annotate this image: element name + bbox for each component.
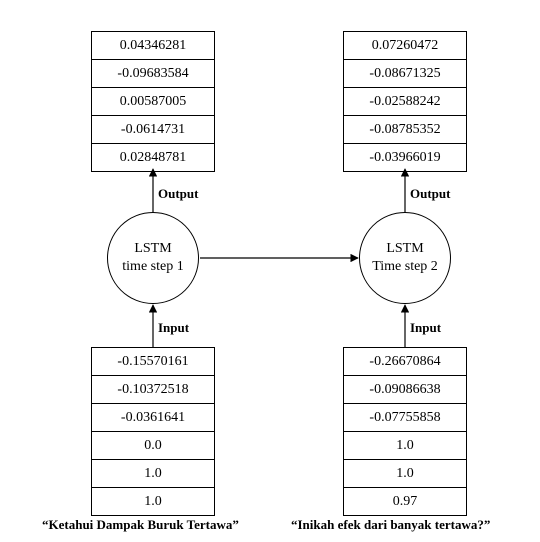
left-input-label: Input [158,320,190,335]
vector-cell: -0.07755858 [344,404,466,432]
vector-cell: 1.0 [92,460,214,488]
node-title: LSTM [134,241,172,256]
right-output-label: Output [410,186,451,201]
vector-cell: -0.15570161 [92,348,214,376]
vector-cell: 0.00587005 [92,88,214,116]
left-caption: “Ketahui Dampak Buruk Tertawa” [42,517,239,532]
right-input-vector: -0.26670864 -0.09086638 -0.07755858 1.0 … [343,347,467,516]
left-output-label: Output [158,186,199,201]
vector-cell: 0.02848781 [119,150,187,165]
node-subtitle: Time step 2 [372,259,438,274]
vector-cell: -0.08671325 [344,60,466,88]
vector-cell: -0.02588242 [344,88,466,116]
right-caption: “Inikah efek dari banyak tertawa?” [291,517,491,532]
right-input-label: Input [410,320,442,335]
node-title: LSTM [386,241,424,256]
vector-cell: 1.0 [344,432,466,460]
vector-cell: 1.0 [344,460,466,488]
vector-cell: -0.0361641 [92,404,214,432]
vector-cell: 0.0 [92,432,214,460]
vector-cell: -0.26670864 [344,348,466,376]
vector-cell: -0.09683584 [92,60,214,88]
vector-cell: 0.04346281 [92,32,214,60]
vector-cell: -0.10372518 [92,376,214,404]
lstm-node-2: LSTM Time step 2 [359,212,451,304]
vector-cell: 1.0 [144,494,162,509]
node-subtitle: time step 1 [122,259,184,274]
vector-cell: -0.08785352 [344,116,466,144]
vector-cell: -0.09086638 [344,376,466,404]
vector-cell: -0.03966019 [369,150,441,165]
lstm-node-1: LSTM time step 1 [107,212,199,304]
vector-cell: 0.97 [392,494,418,509]
left-output-vector: 0.04346281 -0.09683584 0.00587005 -0.061… [91,31,215,172]
right-output-vector: 0.07260472 -0.08671325 -0.02588242 -0.08… [343,31,467,172]
vector-cell: 0.07260472 [344,32,466,60]
left-input-vector: -0.15570161 -0.10372518 -0.0361641 0.0 1… [91,347,215,516]
vector-cell: -0.0614731 [92,116,214,144]
